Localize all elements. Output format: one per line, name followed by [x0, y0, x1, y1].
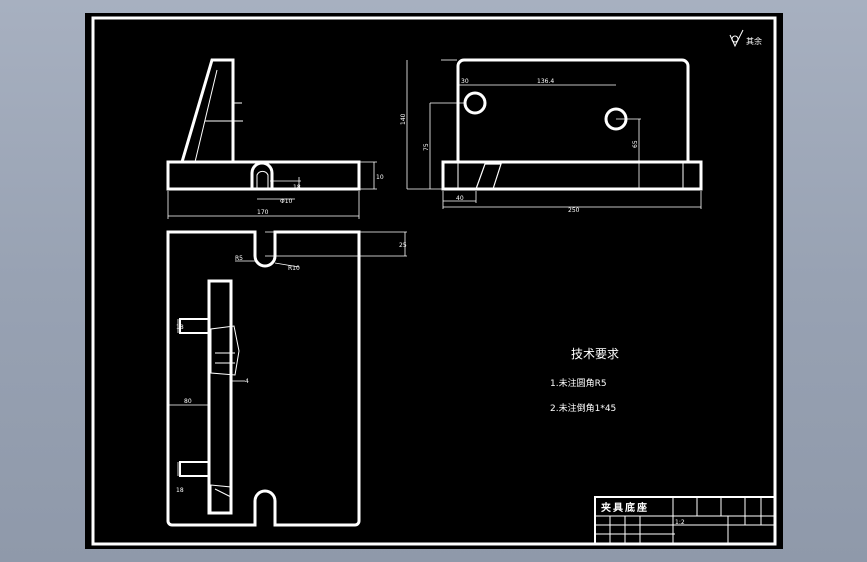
plan-view: [166, 230, 361, 527]
tech-req-item-1: 1.未注圆角R5: [550, 377, 607, 389]
dim-plan-rib-gap: 4: [245, 378, 249, 385]
dim-front-right-height: 65: [632, 140, 639, 148]
dim-plan-rib-thick-b: 18: [176, 487, 184, 494]
dim-side-width: 170: [257, 209, 269, 216]
dim-side-height: 10: [376, 174, 384, 181]
tech-req-item-2: 2.未注倒角1*45: [550, 402, 616, 414]
dim-plan-rib-thick-a: 18: [176, 324, 184, 331]
dim-slot-dia: Φ10: [280, 198, 293, 205]
drawing-canvas: 其余 170 10 18 Φ10 1: [91, 16, 777, 546]
title-block: [594, 496, 776, 545]
title-block-scale: 1:2: [675, 519, 685, 526]
dim-front-left-offset: 40: [456, 195, 464, 202]
front-view: [441, 58, 703, 191]
tech-req-title: 技术要求: [571, 347, 619, 361]
dim-front-hole-height: 75: [423, 143, 430, 151]
dim-slot-depth: 18: [293, 184, 301, 191]
dim-plan-slot-depth: 25: [399, 242, 407, 249]
dim-front-hole-spacing: 136.4: [537, 78, 554, 85]
front-view-dimensions: 140 75 136.4 30 65 250 40: [400, 59, 702, 214]
roughness-symbol: 其余: [729, 29, 762, 48]
side-view: [166, 58, 361, 191]
inner-frame: [91, 16, 777, 546]
dim-front-hole-offset: 30: [461, 78, 469, 85]
dim-front-total-height: 140: [400, 113, 407, 125]
title-block-name: 夹具底座: [601, 501, 649, 514]
side-view-dimensions: 170 10 18 Φ10: [167, 161, 384, 219]
plan-view-details: [210, 325, 240, 514]
dim-front-width: 250: [568, 207, 580, 214]
drawing-sheet: 其余 170 10 18 Φ10 1: [85, 13, 783, 549]
plan-view-dimensions: 25 R5 R10 80 18 18 4: [168, 231, 407, 494]
roughness-note: 其余: [746, 36, 762, 46]
dim-plan-rib-offset: 80: [184, 398, 192, 405]
dim-plan-radius: R5: [235, 255, 243, 262]
dim-plan-slot-r: R10: [288, 265, 300, 272]
